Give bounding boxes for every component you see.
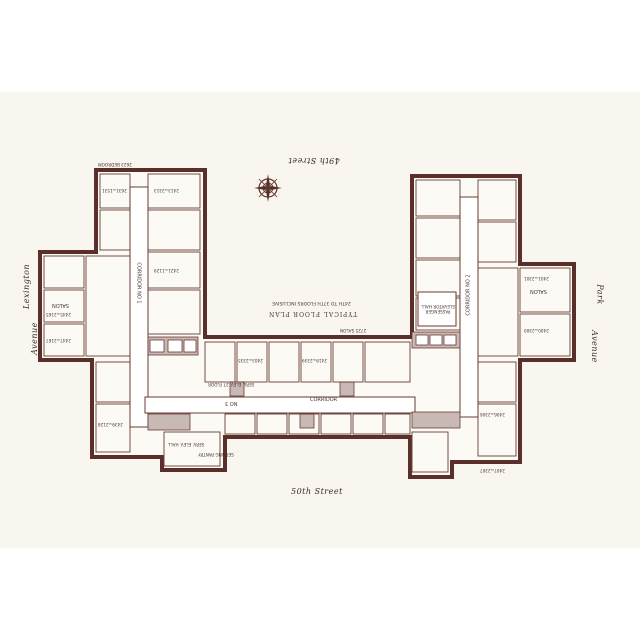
elevators (149, 334, 457, 353)
west-street-label-1: Lexington (22, 263, 32, 310)
room-ne1: 2401=2301 (524, 276, 549, 281)
corridor-west-label: CORRIDOR NO 1 (135, 262, 142, 304)
serving-pantry-label: SERVING PANTRY (198, 452, 234, 457)
corridor-east-label: CORRIDOR NO 2 (465, 274, 472, 316)
plan-subtitle: 24TH TO 37TH FLOORS INCLUSIVE (272, 300, 351, 305)
room-c1: 2403=2335 (238, 358, 263, 363)
room-w2: 2447=2167 (46, 338, 71, 343)
room-c2: 2419=2339 (302, 358, 327, 363)
room-se2: 2407=2307 (480, 468, 505, 473)
corridor-west (129, 186, 149, 428)
bedroom-tag-label: 2623 BEDROOM (98, 162, 132, 167)
south-street-label: 50th Street (291, 487, 343, 496)
room-w1: 2445=2165 (46, 312, 71, 317)
room-walls (43, 173, 571, 473)
elev-note-label: SERV. ELEV. 27 FLOOR (208, 382, 255, 387)
salon-tag-label: 2725 SALON (340, 328, 367, 333)
room-nw2: 2413=2313 (154, 188, 179, 193)
room-se1: 2406=2306 (480, 412, 505, 417)
room-nw1: 2631=1531 (102, 188, 127, 193)
floor-plan-drawing (38, 168, 576, 479)
passenger-elevator-hall (417, 291, 457, 327)
serv-elev-hall-label: SERV. ELEV. HALL (168, 442, 205, 447)
room-nw3: 2421=1129 (154, 268, 179, 273)
corridor-center (144, 396, 416, 414)
salon-right-label: SALON (530, 288, 547, 294)
east-street-label-2: Avenue (589, 330, 599, 363)
building-interior (42, 172, 572, 475)
room-sw1: 2439=2128 (98, 422, 123, 427)
salon-left-label: SALON (52, 302, 69, 308)
corridor-no3-label: NO 3 (225, 400, 238, 406)
floor-plan-sheet: 49th Street 50th Street Lexington Avenue… (0, 92, 640, 548)
east-street-label-1: Park (595, 284, 605, 305)
plan-title: TYPICAL FLOOR PLAN (268, 310, 358, 317)
compass-rose (254, 174, 282, 202)
west-street-label-2: Avenue (29, 322, 39, 355)
north-street-label: 49th Street (288, 156, 340, 165)
room-e1: 2400=2300 (524, 328, 549, 333)
corridor-center-label: CORRIDOR (310, 397, 338, 403)
building-outline (38, 168, 576, 479)
passenger-hall-label: PASSENGER ELEVATOR HALL (421, 304, 455, 314)
